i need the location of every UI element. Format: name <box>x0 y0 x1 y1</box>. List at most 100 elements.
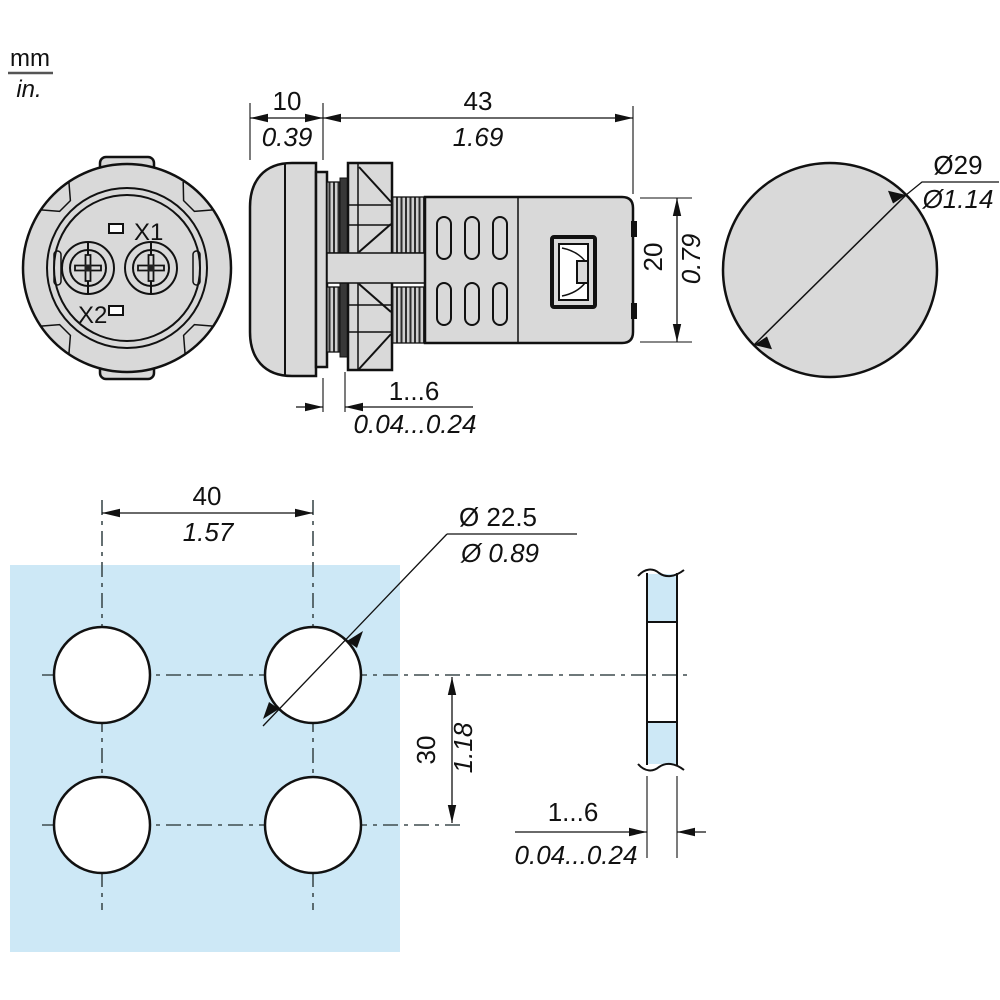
drill-layout: 40 1.57 30 1.18 Ø 22.5 Ø 0.89 <box>10 481 692 952</box>
terminal-marker-x1 <box>108 223 124 234</box>
device-body <box>423 195 635 345</box>
dim-lens-width-mm: 10 <box>273 86 302 116</box>
terminal-clamp <box>550 235 597 309</box>
vent-slot <box>436 216 452 260</box>
panel-front <box>10 565 400 952</box>
screw-right-cross-center <box>147 264 155 272</box>
arrowhead <box>305 402 323 412</box>
dim-body-length-in: 1.69 <box>453 122 504 152</box>
panel-section-bottom <box>648 722 676 764</box>
dim-body-length: 43 1.69 <box>323 86 634 194</box>
panel-cross-section: 1...6 0.04...0.24 <box>515 568 706 870</box>
dim-hole-diameter-in: Ø 0.89 <box>460 538 539 568</box>
thread-front-bottom <box>326 286 341 353</box>
clamp-spring-bottom <box>561 282 586 297</box>
vent-slot <box>436 282 452 326</box>
unit-mm-label: mm <box>10 45 50 72</box>
dim-panel-gap-mm: 1...6 <box>389 376 440 406</box>
arrowhead <box>305 113 323 123</box>
bezel-notch-sw <box>40 323 72 355</box>
arrowhead <box>672 324 682 342</box>
vent-slots <box>436 216 508 326</box>
lens-dome <box>248 161 318 378</box>
unit-legend: mm in. <box>8 45 53 103</box>
drill-hole <box>52 625 152 725</box>
thread-rear-bottom <box>391 286 426 344</box>
arrowhead <box>102 508 120 518</box>
dim-body-height: 20 0.79 <box>638 197 706 343</box>
panel-section-top <box>648 574 676 622</box>
dim-body-height-in: 0.79 <box>676 234 706 285</box>
dim-panel-gap-in: 0.04...0.24 <box>354 409 477 439</box>
clamp-screw-slot <box>576 260 589 284</box>
dim-bezel-diameter-in: Ø1.14 <box>922 184 994 214</box>
leader-line <box>905 181 999 196</box>
dim-bezel-diameter-mm: Ø29 <box>933 150 982 180</box>
bezel-notch-se <box>182 323 214 355</box>
bezel-diameter-view: Ø29 Ø1.14 <box>721 150 999 379</box>
arrowhead <box>754 336 772 350</box>
bezel-outer-ring <box>21 162 233 374</box>
thread-front-top <box>326 181 341 254</box>
dim-body-height-mm: 20 <box>638 243 668 272</box>
bezel-rear-ring <box>314 170 329 369</box>
arrowhead <box>447 677 457 695</box>
dim-hole-spacing-h-mm: 40 <box>193 481 222 511</box>
nut-castellation <box>358 223 392 253</box>
terminal-label-x1: X1 <box>134 219 163 246</box>
screw-right <box>124 241 178 295</box>
arrowhead <box>447 805 457 823</box>
arrowhead <box>250 113 268 123</box>
break-line-top <box>637 568 685 578</box>
break-line-bottom <box>637 762 685 772</box>
rear-tab-top <box>631 221 637 237</box>
screw-left <box>61 241 115 295</box>
dim-hole-spacing-v: 30 1.18 <box>411 677 478 823</box>
bezel-notch-nw <box>40 181 72 213</box>
dim-panel-thickness-in: 0.04...0.24 <box>515 840 638 870</box>
screw-left-cross-center <box>84 264 92 272</box>
dim-hole-spacing-v-in: 1.18 <box>448 722 478 773</box>
rear-tab-bottom <box>631 303 637 319</box>
diameter-line <box>753 194 907 346</box>
arrowhead <box>677 827 695 837</box>
terminal-marker-x2 <box>108 305 124 316</box>
thread-rear-top <box>391 196 426 254</box>
terminal-label-x2: X2 <box>78 302 107 329</box>
dim-lens-width-in: 0.39 <box>262 122 313 152</box>
front-view: X1 X2 <box>21 155 233 381</box>
nut-castellation <box>358 283 392 313</box>
dim-panel-thickness-mm: 1...6 <box>548 797 599 827</box>
unit-in-label: in. <box>16 76 41 103</box>
arrowhead <box>888 190 906 204</box>
rim-window-right <box>192 250 201 286</box>
drill-hole <box>52 775 152 875</box>
vent-slot <box>464 216 480 260</box>
arrowhead <box>672 198 682 216</box>
bezel-notch-ne <box>182 181 214 213</box>
arrowhead <box>345 402 363 412</box>
dim-panel-thickness: 1...6 0.04...0.24 <box>515 776 706 870</box>
arrowhead <box>629 827 647 837</box>
clamp-spring-top <box>561 247 586 262</box>
dim-hole-spacing-v-mm: 30 <box>411 736 441 765</box>
dim-panel-gap: 1...6 0.04...0.24 <box>296 372 476 439</box>
vent-slot <box>464 282 480 326</box>
arrowhead <box>295 508 313 518</box>
vent-slot <box>492 282 508 326</box>
arrowhead <box>263 702 279 719</box>
dim-hole-spacing-h: 40 1.57 <box>102 481 313 547</box>
dim-lens-width: 10 0.39 <box>249 86 324 160</box>
dim-hole-diameter-mm: Ø 22.5 <box>459 502 537 532</box>
anti-rotation-tab <box>326 252 426 284</box>
nut-castellation <box>358 333 392 370</box>
drill-hole <box>263 775 363 875</box>
leader-line <box>262 533 448 727</box>
arrowhead <box>347 631 363 648</box>
dim-hole-spacing-h-in: 1.57 <box>183 517 235 547</box>
nut-castellation <box>358 166 392 203</box>
arrowhead <box>615 113 633 123</box>
dim-body-length-mm: 43 <box>464 86 493 116</box>
